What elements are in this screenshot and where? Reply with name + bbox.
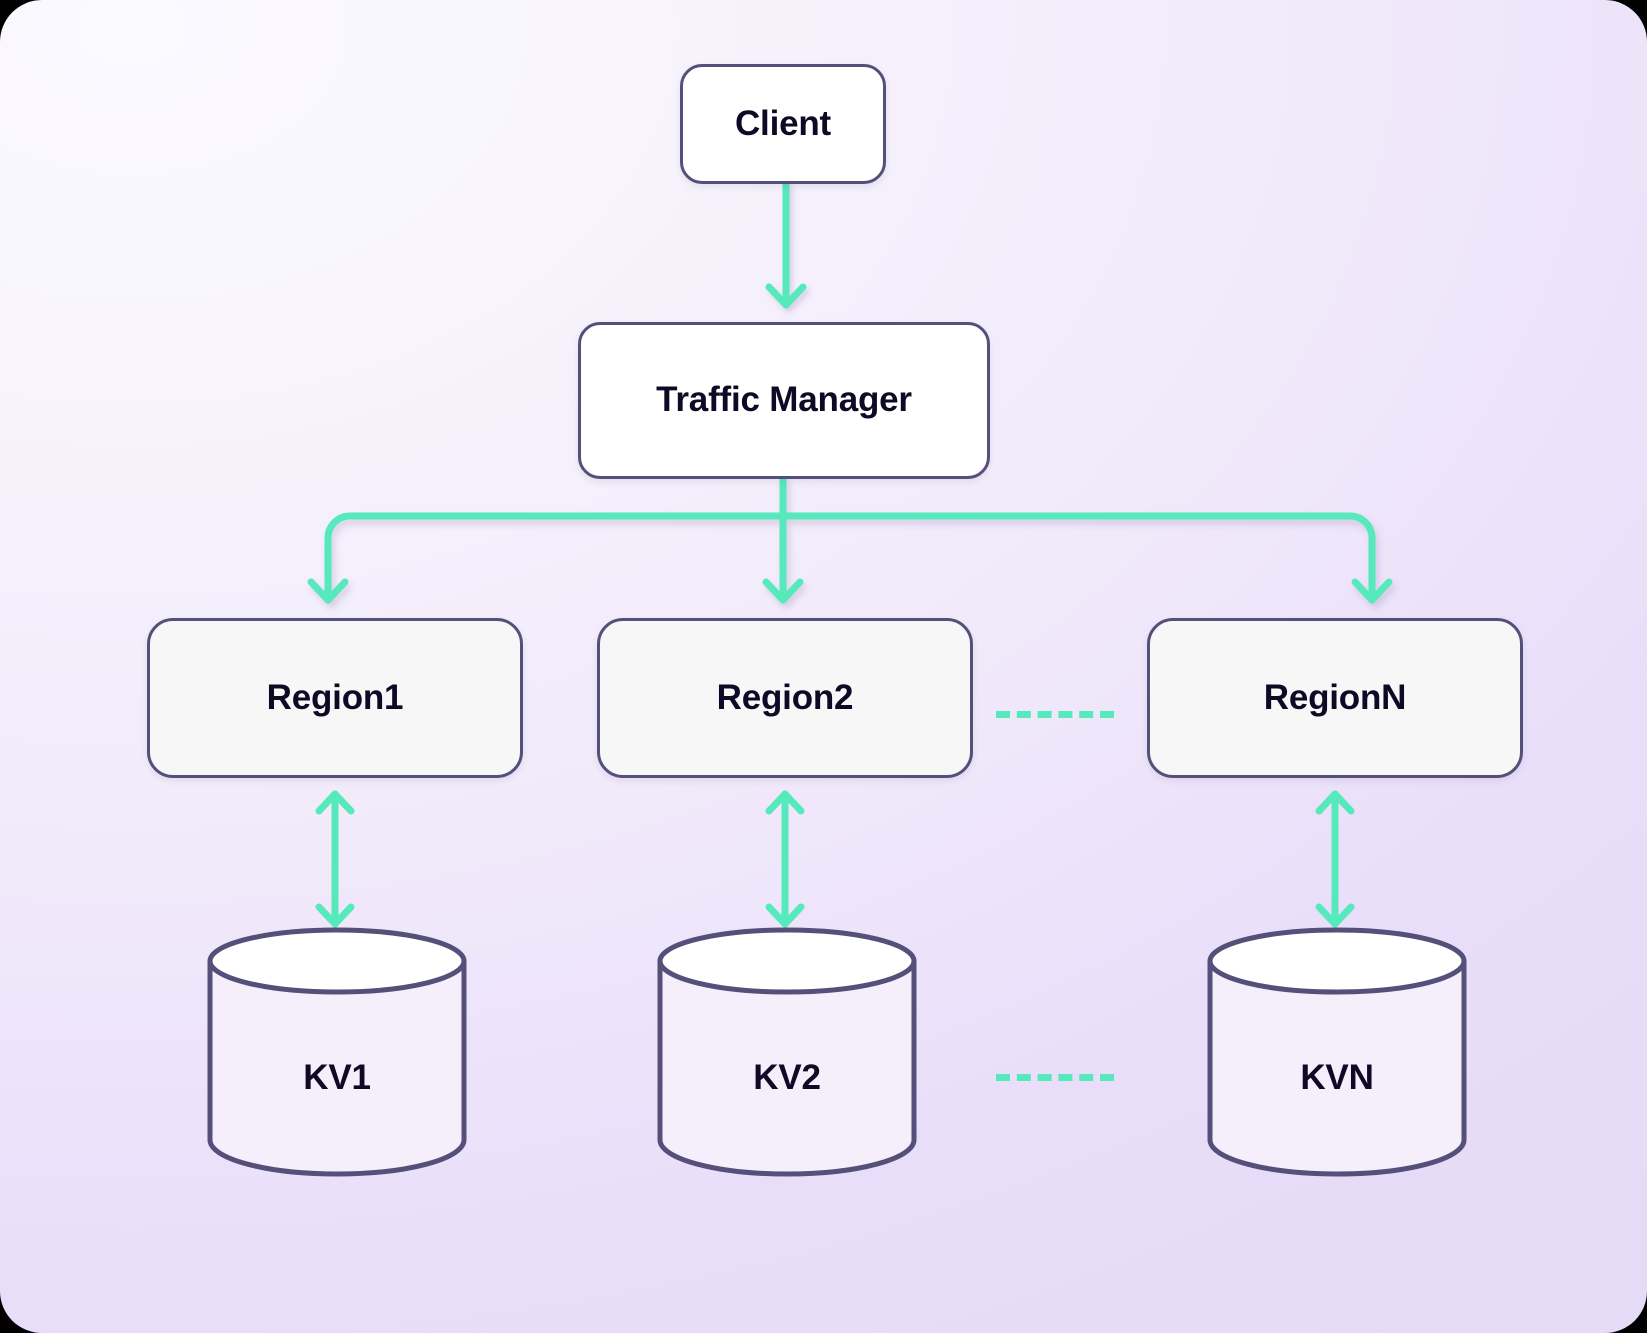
- node-kv-n-label: KVN: [1300, 1058, 1374, 1097]
- node-kv-2[interactable]: KV2: [657, 927, 917, 1188]
- node-client-label: Client: [734, 103, 832, 143]
- node-kv-1[interactable]: KV1: [207, 927, 467, 1188]
- edge-region-1-to-kv-1: [305, 788, 365, 930]
- edge-client-to-traffic-manager: [756, 179, 816, 323]
- node-kv-1-label: KV1: [303, 1058, 371, 1097]
- edge-region-n-to-kv-n: [1305, 788, 1365, 930]
- node-region-1[interactable]: Region1: [147, 618, 523, 778]
- node-kv-2-label: KV2: [753, 1058, 821, 1097]
- region-ellipsis-dashes: [996, 711, 1114, 718]
- node-region-1-label: Region1: [266, 677, 404, 717]
- node-region-n-label: RegionN: [1263, 677, 1407, 717]
- node-region-n[interactable]: RegionN: [1147, 618, 1523, 778]
- edge-traffic-manager-branch-bus: [307, 474, 1393, 618]
- node-client[interactable]: Client: [680, 64, 886, 184]
- node-region-2-label: Region2: [716, 677, 854, 717]
- node-region-2[interactable]: Region2: [597, 618, 973, 778]
- store-ellipsis-dashes: [996, 1074, 1114, 1081]
- node-kv-n[interactable]: KVN: [1207, 927, 1467, 1188]
- edge-region-2-to-kv-2: [755, 788, 815, 930]
- node-traffic-manager[interactable]: Traffic Manager: [578, 322, 990, 479]
- node-traffic-manager-label: Traffic Manager: [656, 380, 912, 420]
